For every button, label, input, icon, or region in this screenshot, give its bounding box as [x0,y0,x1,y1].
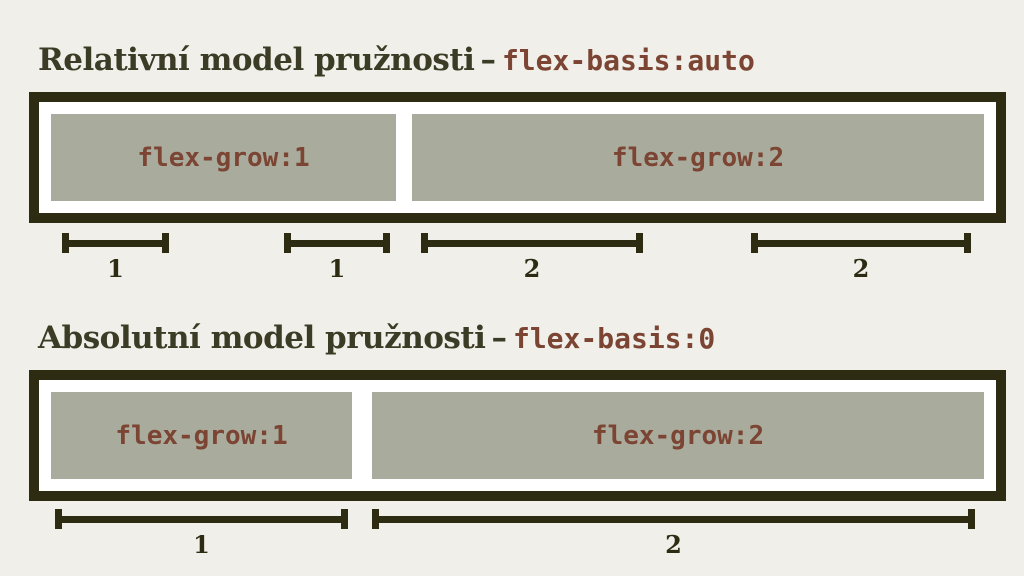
bracket-value: 2 [852,254,870,283]
section-1-heading: Relativní model pružnosti–flex-basis:aut… [38,44,755,77]
section-1-heading-text: Relativní model pružnosti [38,42,475,78]
flex-item-grow-1: flex-grow:1 [51,392,352,479]
measure-bracket: 1 [55,509,348,557]
section-2-heading: Absolutní model pružnosti–flex-basis:0 [38,322,715,355]
measure-bracket: 1 [62,233,169,281]
flex-item-label: flex-grow:2 [611,142,785,173]
section-1-heading-code: flex-basis:auto [501,44,755,77]
measure-bracket: 2 [751,233,971,281]
section-2-heading-text: Absolutní model pružnosti [38,320,486,356]
flex-item-label: flex-grow:1 [115,420,288,451]
heading-separator-dash: – [480,42,496,78]
flex-item-label: flex-grow:1 [137,142,310,173]
flex-container-absolute: flex-grow:1 flex-grow:2 [29,370,1006,501]
flex-item-grow-1: flex-grow:1 [51,114,396,201]
heading-separator-dash: – [491,320,507,356]
flex-container-relative: flex-grow:1 flex-grow:2 [29,92,1006,223]
bracket-value: 1 [193,530,210,559]
flex-item-grow-2: flex-grow:2 [412,114,984,201]
flex-item-grow-2: flex-grow:2 [372,392,984,479]
bracket-value: 2 [523,254,541,283]
flex-item-label: flex-grow:2 [591,420,765,451]
bracket-value: 2 [665,530,682,559]
bracket-value: 1 [328,254,346,283]
section-2-heading-code: flex-basis:0 [512,322,716,355]
measure-bracket: 2 [421,233,643,281]
measure-bracket: 1 [284,233,390,281]
bracket-value: 1 [107,254,124,283]
measure-bracket: 2 [372,509,975,557]
